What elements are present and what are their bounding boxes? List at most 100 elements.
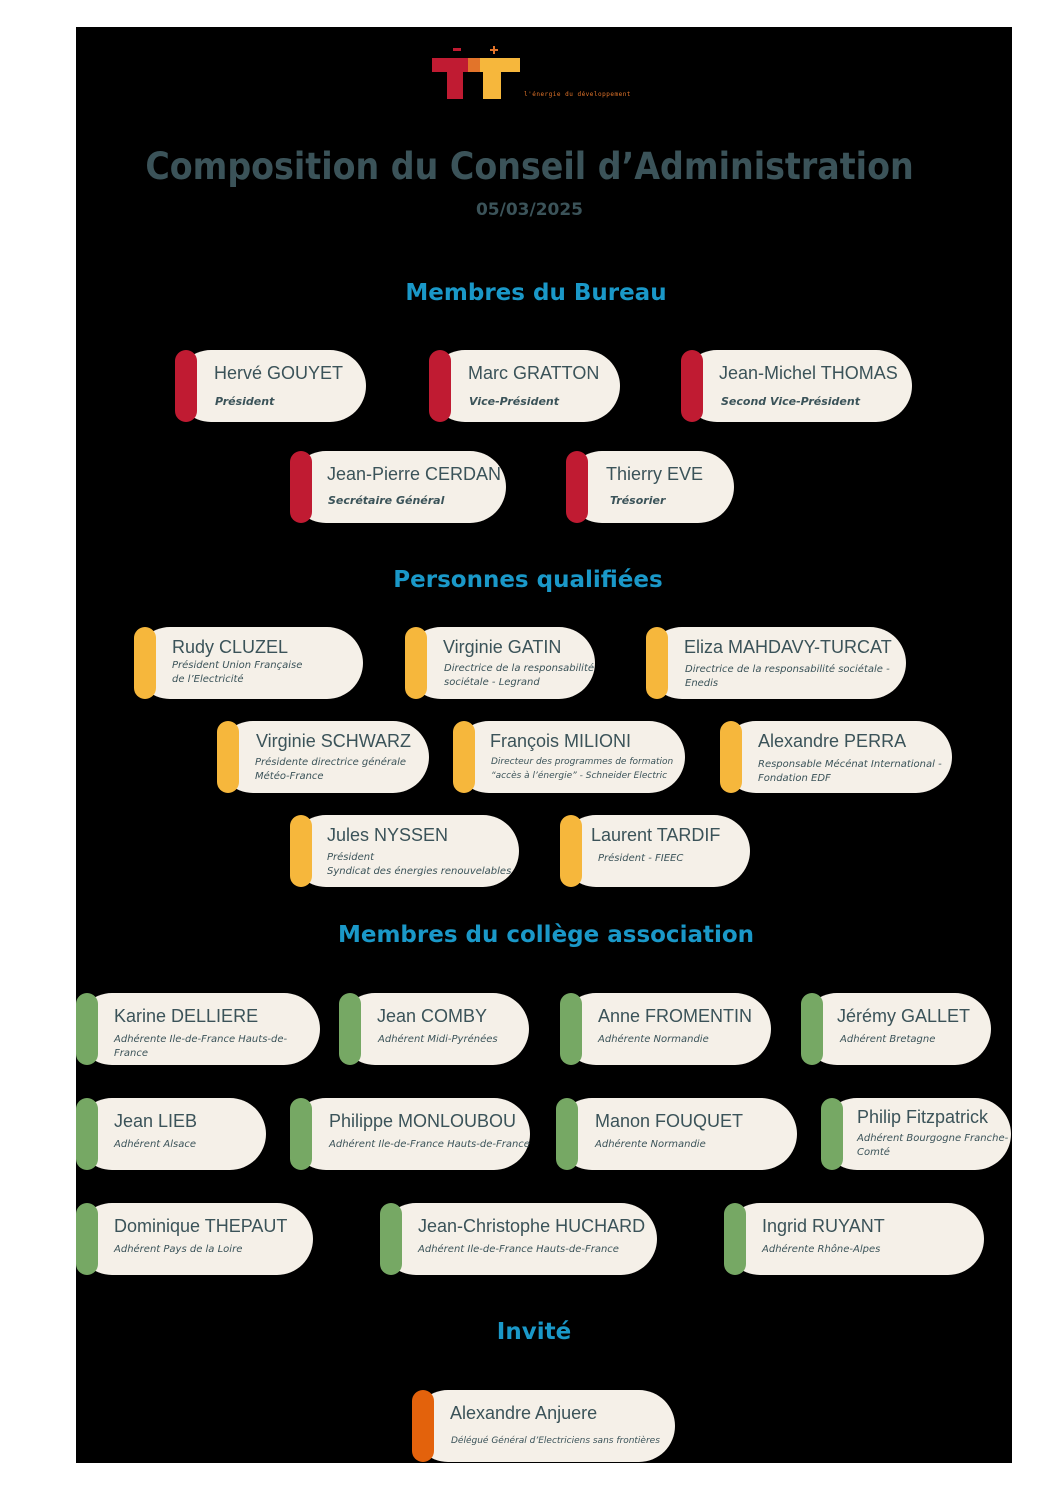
card-tab: [412, 1390, 434, 1462]
page-date: 05/03/2025: [475, 200, 584, 220]
member-role: Président Union Française de l’Electrici…: [172, 660, 303, 685]
member-card: Dominique THEPAUT Adhérent Pays de la Lo…: [76, 1203, 313, 1275]
member-card: Hervé GOUYET Président: [175, 350, 366, 422]
member-name: Philippe MONLOUBOU: [329, 1111, 517, 1131]
card-tab: [724, 1203, 746, 1275]
member-name: Jean-Pierre CERDAN: [327, 464, 502, 484]
member-card: Philip Fitzpatrick Adhérent Bourgogne Fr…: [821, 1098, 1011, 1170]
member-role: Trésorier: [610, 494, 666, 507]
card-tab: [134, 627, 156, 699]
member-card: François MILIONI Directeur des programme…: [453, 721, 685, 793]
member-role: Adhérente Normandie: [598, 1034, 709, 1045]
member-card: Jean COMBY Adhérent Midi-Pyrénées: [339, 993, 529, 1065]
card-tab: [217, 721, 239, 793]
logo-tagline: l'énergie du développement: [524, 91, 631, 98]
card-tab: [290, 815, 312, 887]
section-heading-association: Membres du collège association: [337, 922, 755, 948]
member-role: Présidente directrice générale Météo-Fra…: [255, 757, 407, 782]
member-name: Manon FOUQUET: [595, 1111, 744, 1131]
card-tab: [290, 1098, 312, 1170]
card-tab: [681, 350, 703, 422]
member-role: Adhérent Ile-de-France Hauts-de-France: [418, 1244, 619, 1255]
member-card: Anne FROMENTIN Adhérente Normandie: [560, 993, 771, 1065]
card-tab: [566, 451, 588, 523]
member-card: Jules NYSSEN Président Syndicat des éner…: [290, 815, 519, 887]
member-name: Jérémy GALLET: [837, 1006, 971, 1026]
member-name: Jean-Michel THOMAS: [719, 363, 898, 383]
member-card: Philippe MONLOUBOU Adhérent Ile-de-Franc…: [290, 1098, 530, 1170]
member-name: Ingrid RUYANT: [762, 1216, 885, 1236]
member-name: Alexandre Anjuere: [450, 1403, 598, 1423]
card-tab: [821, 1098, 843, 1170]
card-tab: [720, 721, 742, 793]
card-tab: [339, 993, 361, 1065]
member-card: Marc GRATTON Vice-Président: [429, 350, 620, 422]
member-name: Dominique THEPAUT: [114, 1216, 288, 1236]
member-card: Alexandre Anjuere Délégué Général d’Elec…: [412, 1390, 675, 1462]
card-tab: [560, 993, 582, 1065]
member-card: Laurent TARDIF Président - FIEEC: [560, 815, 750, 887]
member-name: François MILIONI: [490, 731, 632, 751]
member-card: Alexandre PERRA Responsable Mécénat Inte…: [720, 721, 952, 793]
member-name: Virginie SCHWARZ: [256, 731, 412, 751]
member-role: Secrétaire Général: [328, 494, 445, 507]
member-name: Thierry EVE: [606, 464, 704, 484]
member-role: Président - FIEEC: [598, 853, 684, 864]
member-card: Jean LIEB Adhérent Alsace: [76, 1098, 266, 1170]
member-name: Jean COMBY: [377, 1006, 488, 1026]
card-tab: [560, 815, 582, 887]
member-name: Rudy CLUZEL: [172, 637, 289, 657]
member-role: Adhérent Pays de la Loire: [114, 1244, 243, 1255]
member-name: Jean-Christophe HUCHARD: [418, 1216, 646, 1236]
member-role: Président: [215, 395, 275, 408]
member-role: Adhérent Alsace: [114, 1139, 196, 1150]
member-name: Hervé GOUYET: [214, 363, 344, 383]
member-card: Thierry EVE Trésorier: [566, 451, 734, 523]
member-name: Karine DELLIERE: [114, 1006, 259, 1026]
card-tab: [556, 1098, 578, 1170]
member-name: Jules NYSSEN: [327, 825, 449, 845]
card-tab: [405, 627, 427, 699]
card-tab: [76, 993, 98, 1065]
member-role: Adhérent Bretagne: [840, 1034, 936, 1045]
member-card: Manon FOUQUET Adhérente Normandie: [556, 1098, 797, 1170]
card-tab: [453, 721, 475, 793]
member-name: Anne FROMENTIN: [598, 1006, 753, 1026]
member-role: Directrice de la responsabilité sociétal…: [685, 664, 890, 689]
section-heading-invite: Invité: [496, 1319, 572, 1345]
member-name: Eliza MAHDAVY-TURCAT: [684, 637, 892, 657]
member-name: Virginie GATIN: [443, 637, 562, 657]
member-card: Virginie GATIN Directrice de la responsa…: [405, 627, 595, 699]
member-name: Jean LIEB: [114, 1111, 198, 1131]
member-card: Karine DELLIERE Adhérente Ile-de-France …: [76, 993, 320, 1065]
member-role: Directrice de la responsabilité sociétal…: [444, 663, 595, 688]
member-card: Eliza MAHDAVY-TURCAT Directrice de la re…: [646, 627, 906, 699]
section-heading-bureau: Membres du Bureau: [405, 280, 667, 306]
member-card: Jean-Pierre CERDAN Secrétaire Général: [290, 451, 506, 523]
member-role: Adhérent Midi-Pyrénées: [378, 1034, 498, 1045]
member-card: Ingrid RUYANT Adhérente Rhône-Alpes: [724, 1203, 984, 1275]
member-card: Jean-Christophe HUCHARD Adhérent Ile-de-…: [380, 1203, 657, 1275]
member-name: Marc GRATTON: [468, 363, 600, 383]
member-name: Laurent TARDIF: [591, 825, 721, 845]
card-tab: [429, 350, 451, 422]
member-role: Vice-Président: [469, 395, 559, 408]
card-tab: [646, 627, 668, 699]
card-tab: [290, 451, 312, 523]
member-card: Jérémy GALLET Adhérent Bretagne: [801, 993, 991, 1065]
member-role: Directeur des programmes de formation “a…: [491, 757, 674, 781]
member-role: Adhérent Ile-de-France Hauts-de-France: [329, 1139, 530, 1150]
member-role: Adhérente Normandie: [595, 1139, 706, 1150]
member-role: Adhérente Rhône-Alpes: [762, 1244, 881, 1255]
member-role: Responsable Mécénat International - Fond…: [758, 759, 942, 784]
member-role: Adhérente Ile-de-France Hauts-de-France: [114, 1034, 288, 1059]
card-tab: [175, 350, 197, 422]
card-tab: [801, 993, 823, 1065]
page-title: Composition du Conseil d’Administration: [145, 145, 914, 188]
member-role: Président Syndicat des énergies renouvel…: [327, 852, 512, 877]
member-card: Jean-Michel THOMAS Second Vice-Président: [681, 350, 912, 422]
section-heading-qualifiees: Personnes qualifiées: [393, 567, 663, 593]
member-card: Rudy CLUZEL Président Union Française de…: [134, 627, 363, 699]
member-role: Délégué Général d’Electriciens sans fron…: [451, 1436, 660, 1446]
member-name: Alexandre PERRA: [758, 731, 907, 751]
